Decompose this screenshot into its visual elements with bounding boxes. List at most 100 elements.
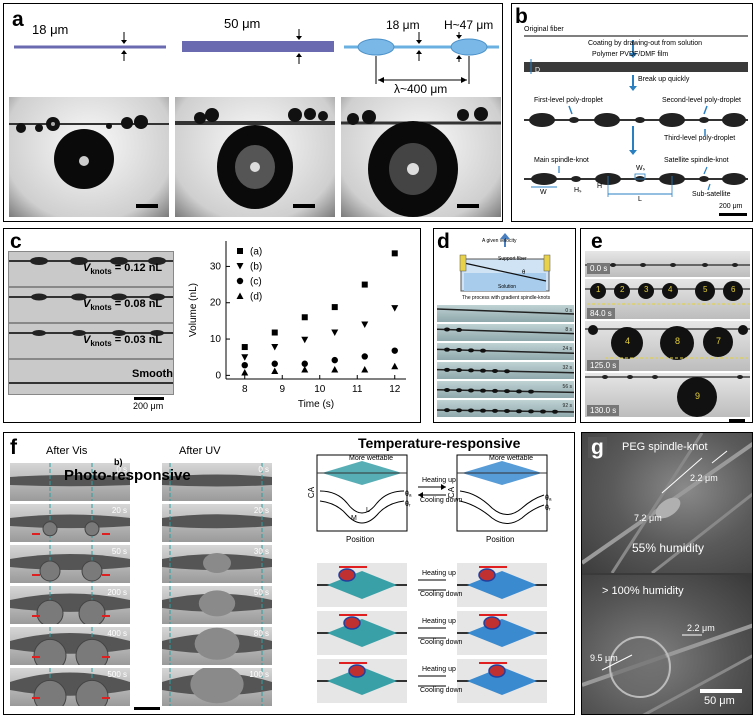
uv-frame-6: 100 s	[162, 668, 272, 706]
point-2-3	[331, 356, 338, 364]
d-frame-2: 8 s	[437, 324, 574, 341]
panel-b-label: b	[515, 5, 528, 28]
point-1-2	[301, 336, 309, 344]
ca-label-1: CA	[307, 486, 317, 499]
vis-time-3: 50 s	[111, 547, 127, 556]
d-time-2: 8 s	[565, 327, 572, 333]
point-3-4	[361, 366, 369, 373]
g-scale-label: 50 μm	[704, 695, 735, 707]
point-3-5	[391, 362, 399, 370]
scale-bar	[136, 204, 158, 208]
point-1-1	[271, 344, 279, 351]
original-fiber-label: Original fiber	[524, 26, 564, 33]
vis-frame-4: 200 s	[10, 586, 130, 624]
bottom-measure-b: 9.5 μm	[590, 653, 618, 663]
d-time-4: 32 s	[562, 365, 572, 371]
legend-marker-0	[237, 248, 243, 254]
e-num-2: 2	[620, 285, 625, 294]
d-label: D	[535, 67, 541, 74]
point-0-2	[301, 314, 308, 321]
e-num-6: 6	[731, 285, 736, 294]
vknots-2: Vknots = 0.08 nL	[83, 298, 163, 313]
humidity-100-label: > 100% humidity	[602, 585, 684, 597]
satellite-label: Satellite spindle-knot	[664, 157, 729, 164]
e-time-3: 125.0 s	[587, 360, 620, 371]
cooling-label-3: Cooling down	[420, 687, 463, 694]
droplet-photo-2	[175, 97, 335, 217]
uv-time-6: 100 s	[249, 670, 269, 679]
temp-responsive-label: Temperature-responsive	[358, 435, 521, 451]
h-label: H	[597, 183, 603, 190]
x-tick-label: 8	[242, 384, 248, 395]
heating-label-top: Heating up	[422, 477, 456, 484]
vknots-3: Vknots = 0.03 nL	[83, 334, 163, 349]
y-tick-label: 30	[210, 261, 222, 272]
e-num-row3-a: 4	[625, 336, 631, 346]
panel-d-label: d	[437, 230, 450, 253]
droplet-photo-3	[341, 97, 501, 217]
scale-bar	[457, 204, 479, 208]
e-num-3: 3	[644, 285, 649, 294]
photo-responsive-label: Photo-responsive	[64, 467, 191, 484]
e-time-1: 0.0 s	[587, 263, 611, 274]
panel-g: g PEG spindle-knot 2.2 μm 7.2 μm 55% hum…	[581, 432, 753, 715]
legend-marker-3	[236, 292, 244, 299]
e-num-4: 4	[668, 285, 673, 294]
second-level-label: Second-level poly-droplet	[662, 97, 741, 104]
uv-time-4: 50 s	[253, 588, 269, 597]
legend-label-0: (a)	[250, 247, 262, 258]
vis-time-1: 0 s	[116, 465, 127, 474]
panel-e: e 0.0 s 130.0 s 84.0 s 125.0 s 1 2 3 4 5…	[580, 228, 753, 423]
top-measure-a: 2.2 μm	[690, 473, 718, 483]
position-label-2: Position	[486, 535, 515, 544]
position-label-1: Position	[346, 535, 375, 544]
l-label: L	[366, 507, 370, 514]
e-num-row3-c: 7	[716, 336, 722, 346]
film-label: Polymer PVDF/DMF film	[592, 51, 669, 58]
point-0-0	[241, 344, 248, 351]
legend-marker-1	[236, 263, 244, 270]
point-0-4	[361, 281, 368, 288]
theta-r-1: θᵣ	[405, 501, 411, 508]
e-num-5: 5	[703, 285, 708, 294]
third-level-label: Third-level poly-droplet	[664, 135, 736, 142]
panel-g-label: g	[588, 437, 607, 458]
uv-frame-3: 30 s	[162, 545, 272, 583]
after-vis-label: After Vis	[46, 445, 88, 457]
knots-strip-3	[8, 323, 174, 359]
e-time-2: 84.0 s	[587, 308, 615, 319]
after-uv-label: After UV	[179, 445, 221, 457]
fiber3-d-label: 18 μm	[386, 18, 420, 32]
vknots-1: Vknots = 0.12 nL	[83, 262, 163, 277]
e-time-4: 130.0 s	[587, 405, 620, 416]
legend-marker-2	[236, 277, 244, 285]
y-axis-label: Volume (nL)	[188, 283, 199, 337]
c-scale-label: 200 μm	[133, 401, 164, 411]
vis-frame-3: 50 s	[10, 545, 130, 583]
point-3-2	[301, 366, 309, 373]
cooling-label-1: Cooling down	[420, 591, 463, 598]
bottom-measure-a: 2.2 μm	[687, 623, 715, 633]
point-3-3	[331, 366, 339, 373]
vis-frame-1: 0 s	[10, 463, 130, 501]
panel-d: d A given velocity Support fiber θ Solut…	[433, 228, 576, 423]
point-0-1	[271, 329, 278, 336]
legend-label-2: (c)	[250, 277, 262, 288]
point-2-4	[361, 353, 368, 360]
fiber3-h-label: H~47 μm	[444, 18, 494, 32]
cooling-label-top: Cooling down	[420, 497, 463, 504]
vis-frame-2: 20 s	[10, 504, 130, 542]
e-num-row3-b: 8	[675, 336, 681, 346]
peg-label: PEG spindle-knot	[622, 441, 708, 453]
formation-schematic	[524, 35, 748, 216]
heating-label-3: Heating up	[422, 666, 456, 673]
velocity-label: A given velocity	[482, 238, 517, 244]
panel-a: a 18 μm 50 μm 18 μm H~47 μm λ~400 μm	[3, 3, 503, 222]
e-frame-4: 130.0 s	[585, 373, 750, 417]
d-time-6: 92 s	[562, 403, 572, 409]
more-wettable-1: More wettable	[349, 455, 393, 462]
uv-time-1: 0 s	[258, 465, 269, 474]
humidity-55-label: 55% humidity	[632, 541, 705, 555]
panel-c: c Vknots = 0.12 nL Vknots = 0.08 nL Vkno…	[3, 228, 421, 423]
